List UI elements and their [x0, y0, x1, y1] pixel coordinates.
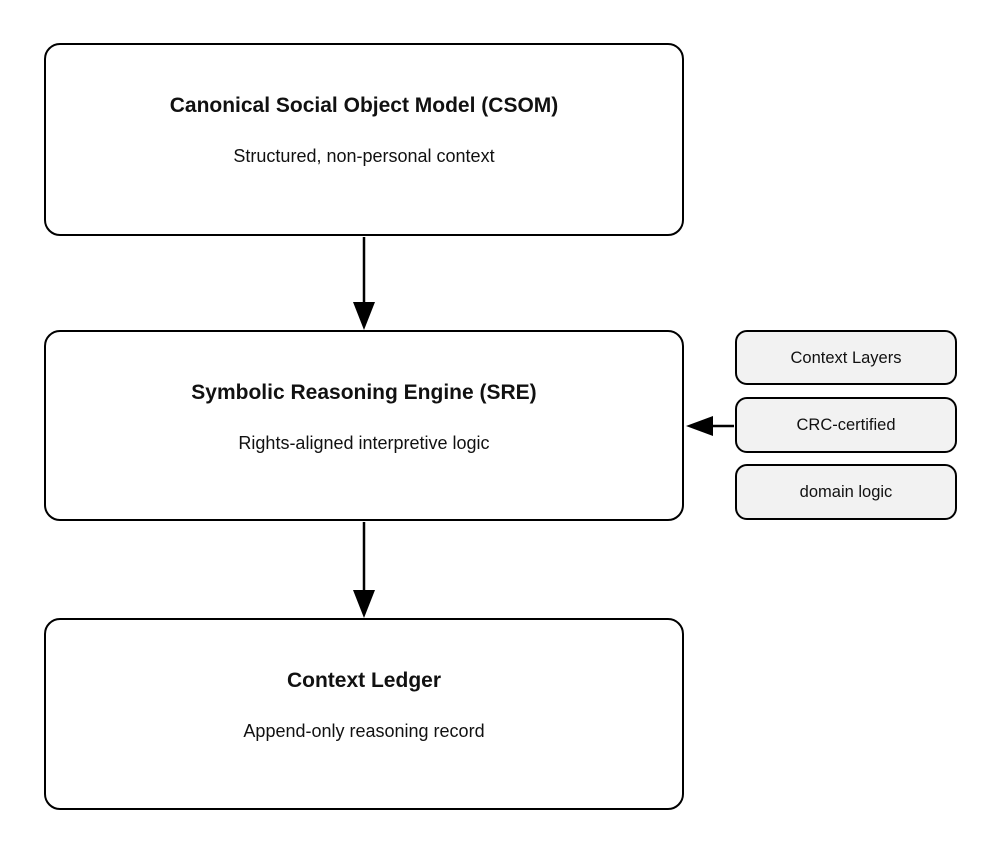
node-csom-title: Canonical Social Object Model (CSOM) [169, 94, 559, 117]
side-node-context-layers-label: Context Layers [790, 348, 902, 367]
side-node-crc-certified: CRC-certified [735, 397, 957, 453]
arrow-side-to-sre [686, 416, 734, 436]
side-node-domain-logic: domain logic [735, 464, 957, 520]
node-context-ledger-subtitle: Append-only reasoning record [243, 721, 485, 741]
node-csom-subtitle: Structured, non-personal context [233, 146, 495, 166]
arrow-csom-to-sre [353, 237, 375, 330]
node-context-ledger-title: Context Ledger [286, 669, 441, 692]
node-sre-subtitle: Rights-aligned interpretive logic [238, 433, 490, 453]
node-context-ledger: Context Ledger Append-only reasoning rec… [44, 618, 684, 810]
side-node-context-layers: Context Layers [735, 330, 957, 385]
arrow-sre-to-context-ledger [353, 522, 375, 618]
side-node-domain-logic-label: domain logic [799, 483, 893, 501]
side-node-crc-certified-label: CRC-certified [796, 416, 896, 434]
node-sre-title: Symbolic Reasoning Engine (SRE) [191, 381, 537, 404]
node-csom: Canonical Social Object Model (CSOM) Str… [44, 43, 684, 236]
node-sre: Symbolic Reasoning Engine (SRE) Rights-a… [44, 330, 684, 521]
